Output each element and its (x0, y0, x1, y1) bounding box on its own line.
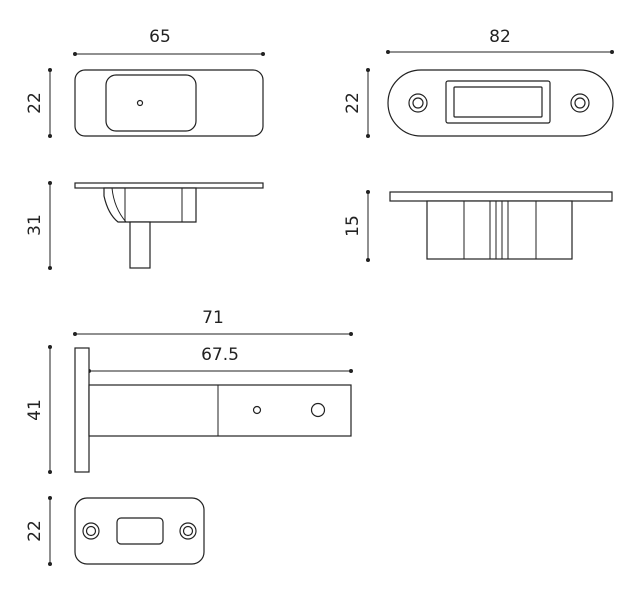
oval-plate-slot-inner (453, 86, 543, 118)
plate-side-view: 31 (25, 181, 264, 270)
dim-overall-length: 71 (202, 308, 224, 328)
dim-body-length: 67.5 (201, 345, 239, 365)
dim-strike-height: 22 (25, 520, 45, 542)
plate-center-hole (136, 99, 144, 107)
side-pin (129, 221, 151, 269)
oval-side-flange (389, 191, 613, 202)
latch-hole-large (310, 402, 326, 418)
oval-side-body (426, 200, 573, 260)
latch-face-plate (74, 347, 90, 473)
oval-plate-front-view: 82 22 (343, 27, 614, 138)
latch-case (88, 384, 352, 437)
side-flange (74, 182, 264, 189)
side-body (103, 187, 197, 223)
dim-oval-side-height: 15 (343, 215, 363, 237)
dim-oval-width: 82 (489, 27, 511, 47)
strike-plate-view: 22 (25, 496, 205, 566)
plate-recess (105, 74, 197, 132)
latch-hole-small (252, 405, 262, 415)
dim-oval-height: 22 (343, 92, 363, 114)
dim-plate-height: 22 (25, 92, 45, 114)
dim-plate-width: 65 (149, 27, 171, 47)
plate-front-view: 65 22 (25, 27, 265, 138)
oval-plate-side-view: 15 (343, 190, 613, 262)
latch-body-view: 71 67.5 41 (25, 308, 353, 474)
dim-side-height: 31 (25, 214, 45, 236)
strike-plate-slot (116, 517, 164, 545)
dim-body-height: 41 (25, 399, 45, 421)
